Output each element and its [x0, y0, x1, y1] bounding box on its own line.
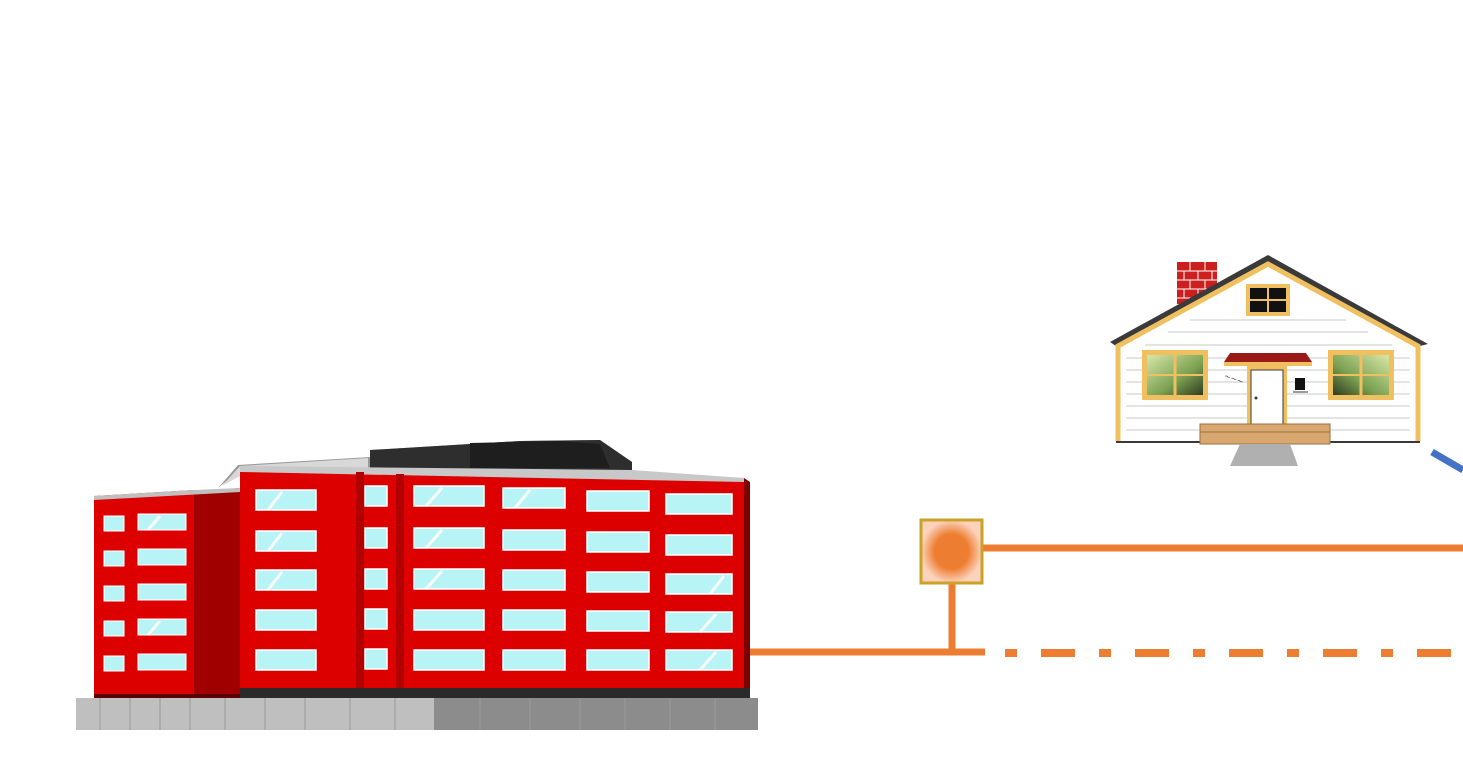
front-door [1247, 366, 1287, 426]
left-window [1142, 350, 1208, 400]
office-building [76, 440, 758, 730]
connection-lines [748, 452, 1463, 653]
house: ~~~ [1110, 255, 1428, 466]
right-window [1328, 350, 1394, 400]
connection-node [921, 520, 982, 583]
diagonal-line [1432, 452, 1463, 470]
attic-window [1246, 284, 1290, 316]
